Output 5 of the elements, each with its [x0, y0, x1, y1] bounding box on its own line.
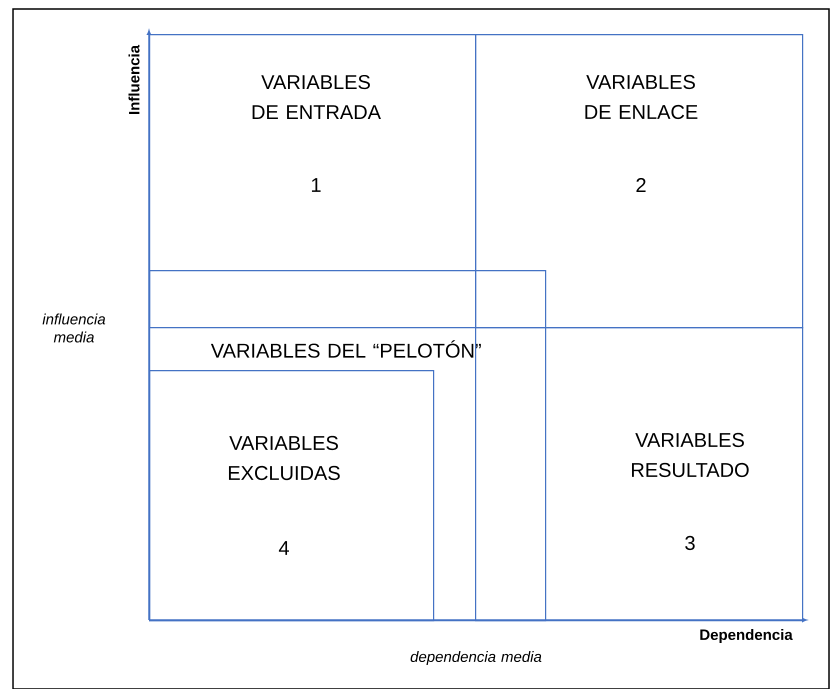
axis-label: influencia media	[42, 313, 106, 342]
quadrant-box: VARIABLES EXCLUIDAS 4	[149, 370, 434, 622]
quadrant-box: VARIABLES DE ENTRADA 1	[149, 34, 476, 328]
quadrant-box: VARIABLES DE ENLACE 2	[475, 34, 804, 328]
axis-label: dependencia media	[410, 651, 542, 665]
